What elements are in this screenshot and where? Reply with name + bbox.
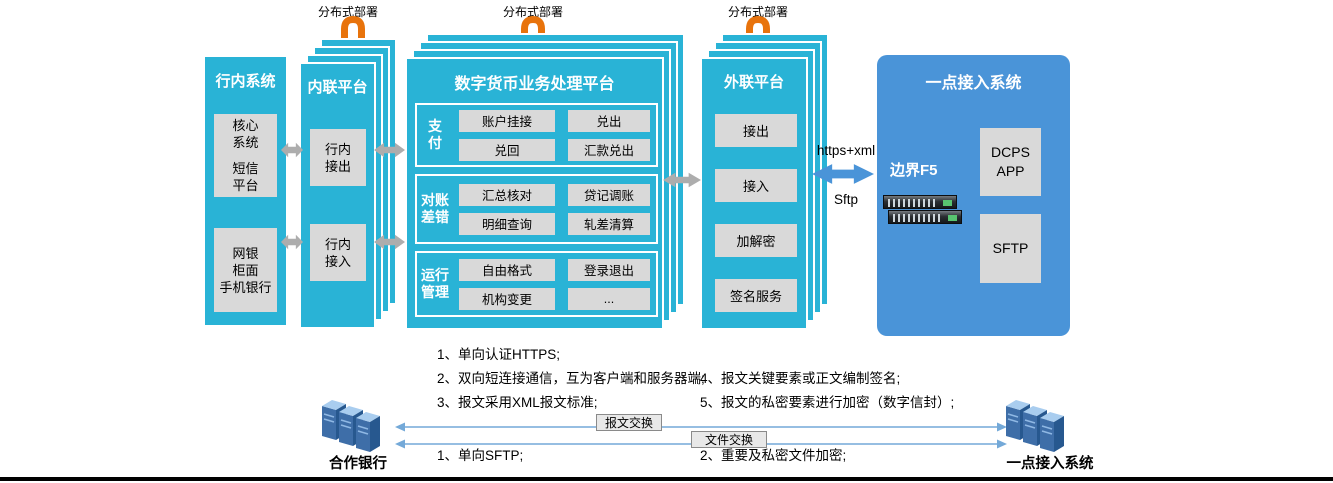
text-line: 对账 [421, 192, 449, 208]
section-label: 运行 管理 [417, 253, 453, 315]
inbank-system-panel: 行内系统 核心 系统 短信 平台 网银 柜面 手机银行 [205, 57, 286, 325]
sftp-link-label: Sftp [833, 192, 858, 207]
internal-out-box: 行内 接出 [310, 129, 366, 186]
module-button: 轧差清算 [568, 212, 650, 235]
text-line: 接入 [324, 253, 351, 269]
file-exchange-label: 文件交换 [691, 431, 767, 448]
dcpp-title: 数字货币业务处理平台 [454, 76, 615, 93]
external-button: 接入 [715, 169, 797, 202]
text-line: 系统 [232, 135, 259, 150]
connector-arrow [663, 172, 701, 188]
text-line: 差错 [421, 209, 449, 225]
https-sftp-arrow [812, 164, 874, 184]
notes-right: 4、报文关键要素或正文编制签名; 5、报文的私密要素进行加密（数字信封）; [700, 367, 954, 415]
internal-title: 内联平台 [307, 79, 368, 96]
text-line: APP [996, 163, 1025, 179]
dcpp-panel: 数字货币业务处理平台 支 付 账户挂接 兑出 兑回 汇款兑出 对账 差错 汇总核… [405, 57, 664, 330]
text-line: 短信 [232, 161, 259, 176]
text-line: 管理 [421, 284, 449, 300]
deploy-label-dcpp: 分布式部署 [502, 5, 563, 19]
note-sftp-left: 1、单向SFTP; [437, 448, 524, 463]
module-button: 账户挂接 [459, 109, 555, 132]
connector-arrow [374, 142, 405, 158]
access-system-endpoint-label: 一点接入系统 [1006, 456, 1094, 472]
module-button: 自由格式 [459, 258, 555, 281]
deploy-label-external: 分布式部署 [727, 5, 788, 19]
external-button: 加解密 [715, 224, 797, 257]
internal-in-box: 行内 接入 [310, 224, 366, 281]
note-item: 1、单向认证HTTPS; [437, 347, 561, 362]
access-title: 一点接入系统 [925, 75, 1022, 92]
access-system-server-icon [1006, 400, 1064, 452]
text-line: 手机银行 [219, 279, 272, 295]
sftp-box: SFTP [980, 214, 1041, 283]
module-button: 兑出 [568, 109, 650, 132]
partner-bank-server-icon [322, 400, 380, 452]
network-switch-icon [881, 193, 967, 237]
https-xml-label: https+xml [816, 143, 876, 158]
module-button: 汇总核对 [459, 183, 555, 206]
text-line: 网银 [232, 245, 259, 261]
connector-arrow [374, 234, 405, 250]
message-exchange-label: 报文交换 [596, 414, 662, 431]
external-title: 外联平台 [723, 74, 784, 91]
internal-platform-panel: 内联平台 行内 接出 行内 接入 [299, 62, 376, 329]
module-button: 贷记调账 [568, 183, 650, 206]
connector-arrow [281, 142, 303, 158]
partner-bank-label: 合作银行 [329, 456, 387, 472]
dcpp-section-operations: 运行 管理 自由格式 登录退出 机构变更 ... [415, 251, 658, 317]
external-button: 接出 [715, 114, 797, 147]
external-platform-panel: 外联平台 接出 接入 加解密 签名服务 [700, 57, 808, 330]
deploy-label-internal: 分布式部署 [317, 5, 378, 19]
module-button: 登录退出 [568, 258, 650, 281]
text-line: 行内 [324, 236, 351, 252]
note-item: 5、报文的私密要素进行加密（数字信封）; [700, 395, 955, 410]
external-button: 签名服务 [715, 279, 797, 312]
note-sftp-right: 2、重要及私密文件加密; [700, 448, 847, 463]
section-label: 对账 差错 [417, 176, 453, 242]
text-line: 核心 [232, 118, 259, 133]
note-item: 3、报文采用XML报文标准; [437, 395, 598, 410]
connector-arrow [281, 234, 303, 250]
inbank-channel-box: 网银 柜面 手机银行 [214, 228, 277, 312]
text-line: 支 [428, 118, 442, 134]
dcpp-section-reconciliation: 对账 差错 汇总核对 贷记调账 明细查询 轧差清算 [415, 174, 658, 244]
section-modules: 自由格式 登录退出 机构变更 ... [453, 253, 656, 315]
notes-left: 1、单向认证HTTPS; 2、双向短连接通信，互为客户端和服务器端; 3、报文采… [437, 343, 705, 415]
section-modules: 汇总核对 贷记调账 明细查询 轧差清算 [453, 176, 656, 242]
text-line: 运行 [421, 267, 449, 283]
module-button: 机构变更 [459, 287, 555, 310]
text-line: 接出 [324, 158, 351, 174]
text-line: 付 [428, 135, 442, 151]
module-button: 兑回 [459, 138, 555, 161]
module-button: ... [568, 287, 650, 310]
bottom-divider [0, 477, 1333, 481]
access-system-panel: 一点接入系统 边界F5 DCPS APP SFTP [877, 55, 1070, 336]
text-line: 柜面 [232, 262, 259, 278]
section-modules: 账户挂接 兑出 兑回 汇款兑出 [453, 105, 656, 165]
border-f5-label: 边界F5 [890, 162, 938, 179]
inbank-title: 行内系统 [215, 73, 276, 90]
dcps-app-box: DCPS APP [980, 128, 1041, 196]
note-item: 2、双向短连接通信，互为客户端和服务器端; [437, 371, 705, 386]
text-line: SFTP [992, 240, 1029, 256]
inbank-core-box: 核心 系统 短信 平台 [214, 114, 277, 197]
module-button: 明细查询 [459, 212, 555, 235]
text-line: 行内 [324, 141, 351, 157]
dcpp-section-payment: 支 付 账户挂接 兑出 兑回 汇款兑出 [415, 103, 658, 167]
module-button: 汇款兑出 [568, 138, 650, 161]
note-item: 4、报文关键要素或正文编制签名; [700, 371, 901, 386]
text-line: DCPS [991, 144, 1030, 160]
section-label: 支 付 [417, 105, 453, 165]
text-line: 平台 [232, 178, 259, 193]
